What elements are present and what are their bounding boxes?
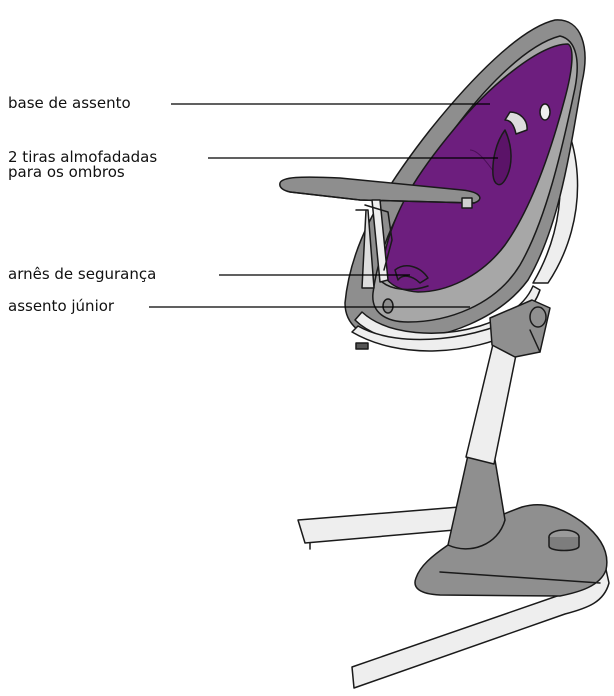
label-shoulder-pads-line2: para os ombros: [8, 163, 125, 181]
column-collar: [447, 454, 506, 550]
hinge-joint: [489, 299, 551, 358]
tray-posts: [355, 199, 393, 289]
label-seat-base: base de assento: [8, 94, 131, 112]
label-shoulder-pads-line1: 2 tiras almofadadas: [8, 148, 158, 166]
tray: [279, 176, 481, 209]
front-clip: [355, 342, 369, 350]
safety-harness: [381, 265, 429, 314]
column-tube: [465, 339, 519, 465]
label-junior-seat: assento júnior: [8, 297, 115, 315]
label-safety-harness: arnês de segurança: [8, 265, 157, 283]
base-plate: [414, 503, 608, 597]
shoulder-pads: [492, 103, 551, 186]
leader-lines: [149, 103, 498, 308]
